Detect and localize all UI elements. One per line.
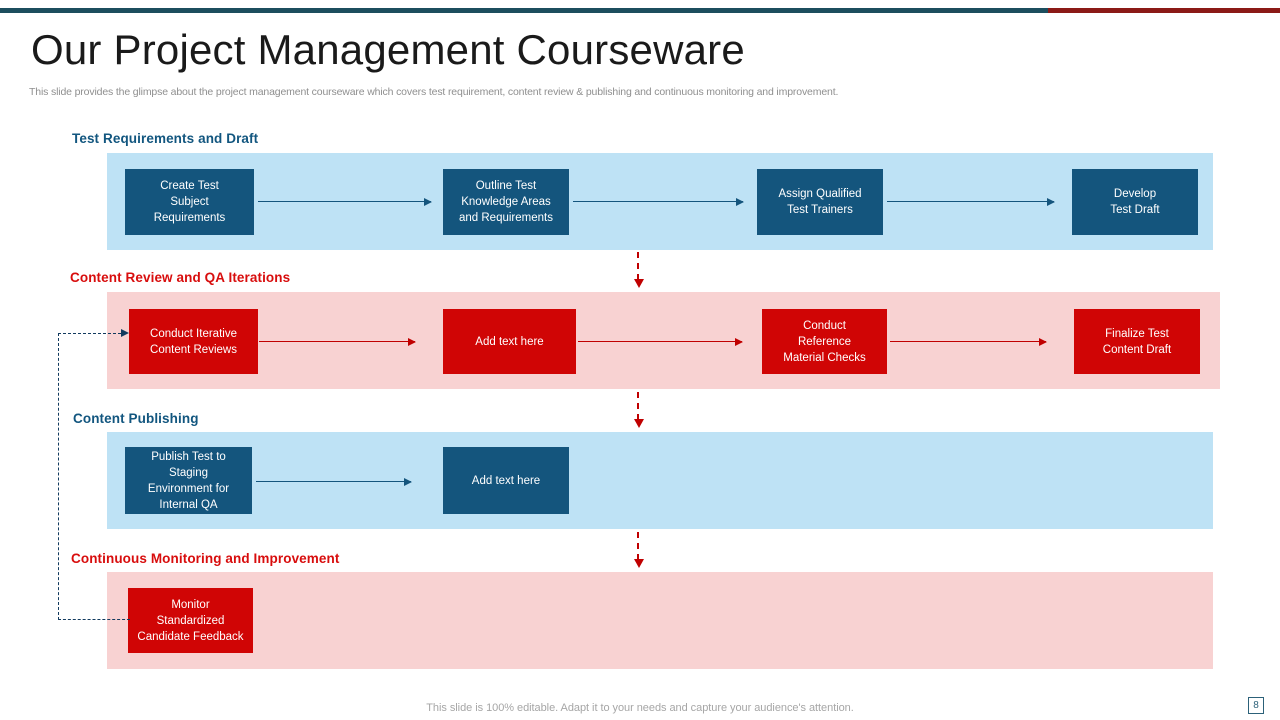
arrow-reviews-to-addtext — [259, 337, 416, 346]
section-label-content-publishing: Content Publishing — [73, 411, 199, 426]
feedback-loop-arrowhead-icon — [121, 329, 129, 337]
dashed-connector-section2-to-section3 — [634, 392, 644, 428]
arrow-assign-to-develop — [887, 197, 1055, 206]
top-rule-red-segment — [1048, 8, 1280, 13]
process-node-label: Add text here — [471, 474, 541, 487]
page-subtitle: This slide provides the glimpse about th… — [29, 86, 839, 98]
page-number-badge: 8 — [1248, 697, 1264, 714]
feedback-loop-top-segment — [58, 333, 121, 334]
feedback-loop-bottom-segment — [58, 619, 130, 620]
arrow-addtext-to-reference — [578, 337, 743, 346]
page-title: Our Project Management Courseware — [31, 26, 745, 73]
dashed-connector-section3-to-section4 — [634, 532, 644, 568]
section-band-continuous-monitoring-and-improvement — [107, 572, 1213, 669]
arrow-create-to-outline — [258, 197, 432, 206]
arrow-outline-to-assign — [573, 197, 744, 206]
top-rule — [0, 8, 1280, 13]
section-band-content-review-and-qa-iterations — [107, 292, 1220, 389]
process-node-add-text-here-publishing[interactable]: Add text here — [443, 447, 569, 514]
arrow-reference-to-finalize — [890, 337, 1047, 346]
feedback-loop-vertical-segment — [58, 333, 59, 620]
arrow-publish-to-addtext — [256, 477, 412, 486]
section-band-content-publishing — [107, 432, 1213, 529]
top-rule-teal-segment — [0, 8, 1048, 13]
process-node-add-text-here-review[interactable]: Add text here — [443, 309, 576, 374]
process-node-label: Add text here — [475, 335, 544, 348]
section-label-continuous-monitoring-and-improvement: Continuous Monitoring and Improvement — [71, 551, 340, 566]
footer-note: This slide is 100% editable. Adapt it to… — [426, 702, 854, 714]
section-label-test-requirements-and-draft: Test Requirements and Draft — [72, 131, 259, 146]
dashed-connector-section1-to-section2 — [634, 252, 644, 288]
section-label-content-review-and-qa-iterations: Content Review and QA Iterations — [70, 270, 291, 285]
